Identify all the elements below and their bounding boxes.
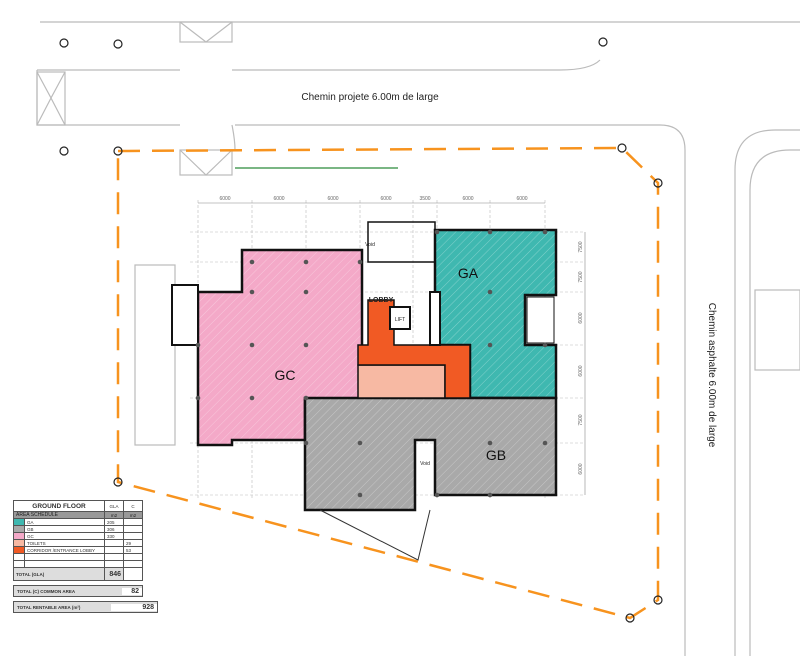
zone-gc: [196, 248, 364, 447]
schedule-row: CORRIDOR /ENTRANCE LOBBY 53: [13, 546, 143, 554]
dim-h-6: 6000: [462, 196, 473, 202]
zone-label-gb: GB: [486, 447, 506, 463]
col-c: C: [123, 500, 143, 512]
unit-c: m2: [123, 511, 143, 519]
col-gla: GLA: [104, 500, 124, 512]
unit-gla: m2: [104, 511, 124, 519]
row-c: [123, 518, 143, 526]
void-area: [367, 221, 436, 263]
boundary-markers: [59, 37, 663, 623]
row-c: [123, 532, 143, 540]
dim-v-6: 6000: [578, 463, 584, 474]
dim-h-5: 3500: [419, 196, 430, 202]
row-c: [123, 525, 143, 533]
zone-label-gc: GC: [275, 367, 296, 383]
road-outlines: [36, 21, 800, 656]
row-gla: 306: [104, 525, 124, 533]
row-name: CORRIDOR /ENTRANCE LOBBY: [24, 546, 105, 554]
total-common-row: TOTAL (C) COMMON AREA 82: [13, 585, 143, 597]
entrance-ramp: [319, 509, 431, 561]
row-name: TOILETS: [24, 539, 105, 547]
dim-v-2: 7500: [578, 271, 584, 282]
dim-v-5: 7500: [578, 414, 584, 425]
total-rentable-label: TOTAL RENTABLE AREA (m²): [17, 604, 81, 610]
dim-h-4: 6000: [380, 196, 391, 202]
zone-label-ga: GA: [458, 265, 479, 281]
schedule-subtitle: AREA SCHEDULE: [13, 511, 105, 519]
total-common-value: 82: [122, 587, 142, 595]
left-stair: [171, 284, 199, 346]
dim-h-1: 6000: [219, 196, 230, 202]
total-gla-label: TOTAL (GLA): [13, 567, 105, 581]
row-gla: 205: [104, 518, 124, 526]
dim-h-2: 6000: [273, 196, 284, 202]
zone-ga: [433, 228, 558, 400]
site-boundary: [116, 146, 660, 620]
road-label-right: Chemin asphalte 6.00m de large: [706, 303, 717, 448]
dim-v-4: 6000: [578, 365, 584, 376]
zone-gb: [303, 396, 558, 512]
row-name: GC: [24, 532, 105, 540]
total-rentable-value: 928: [111, 603, 157, 611]
road-label-top: Chemin projete 6.00m de large: [301, 92, 439, 103]
row-c: 53: [123, 546, 143, 554]
total-gla-value: 846: [104, 567, 124, 581]
schedule-row: TOILETS 29: [13, 539, 143, 547]
row-c: 29: [123, 539, 143, 547]
dim-h-3: 6000: [327, 196, 338, 202]
total-rentable-row: TOTAL RENTABLE AREA (m²) 928: [13, 601, 158, 613]
row-name: GA: [24, 518, 105, 526]
lift: [389, 306, 411, 330]
dim-v-3: 6000: [578, 312, 584, 323]
core-wall: [429, 291, 441, 346]
zone-toilets: [357, 364, 446, 399]
area-schedule: GROUND FLOOR GLA C AREA SCHEDULE m2 m2 G…: [13, 500, 158, 613]
row-gla: [104, 539, 124, 547]
zone-label-lift: LIFT: [395, 317, 405, 323]
columns: [195, 229, 548, 498]
row-gla: [104, 546, 124, 554]
zone-label-lobby: LOBBY: [369, 297, 394, 304]
dim-v-1: 7500: [578, 241, 584, 252]
total-common-label: TOTAL (C) COMMON AREA: [17, 588, 76, 594]
right-stair: [526, 296, 555, 344]
row-name: GB: [24, 525, 105, 533]
row-gla: 330: [104, 532, 124, 540]
schedule-title: GROUND FLOOR: [13, 500, 105, 512]
dim-h-7: 6000: [516, 196, 527, 202]
zone-label-void-1: Void: [365, 242, 375, 248]
zone-label-void-2: Void: [420, 461, 430, 467]
